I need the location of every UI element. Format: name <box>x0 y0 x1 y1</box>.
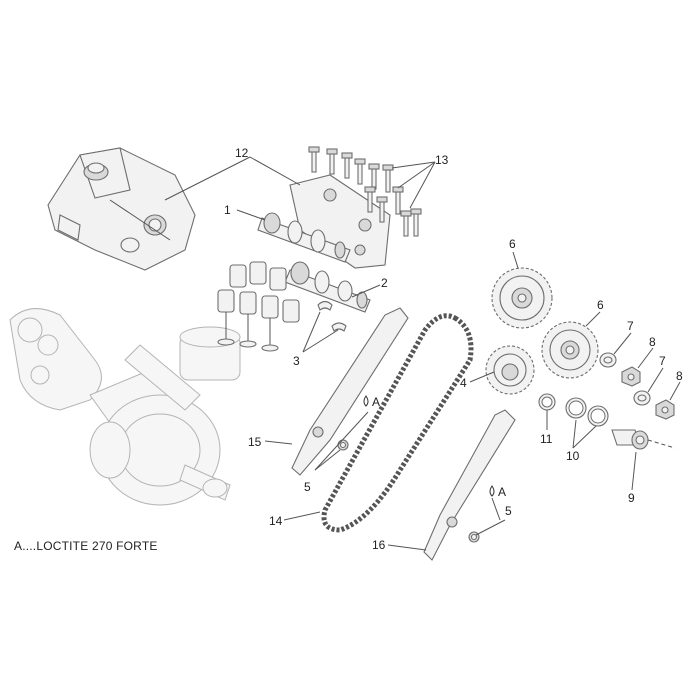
washers-nuts <box>599 352 675 420</box>
callout-14: 14 <box>269 514 283 528</box>
callout-12: 12 <box>235 146 249 160</box>
idler-gear <box>485 345 535 395</box>
valve-train <box>217 261 300 352</box>
timing-chain <box>321 313 474 533</box>
keys <box>317 300 347 332</box>
chain-guide-right <box>423 409 516 561</box>
callout-10: 10 <box>566 449 580 463</box>
loctite-mark-a-left: A <box>372 395 380 409</box>
bolt-set <box>308 146 422 237</box>
leader-lines <box>164 156 681 551</box>
callout-4: 4 <box>460 376 467 390</box>
callout-15: 15 <box>248 435 262 449</box>
upper-gear <box>491 267 553 329</box>
callout-labels: 1 2 3 4 5 5 6 6 7 7 8 8 9 10 11 12 13 14… <box>224 146 683 552</box>
callout-5-right: 5 <box>505 504 512 518</box>
chain-guide-left <box>291 307 409 476</box>
callout-3: 3 <box>293 354 300 368</box>
cylinder-head <box>47 147 196 271</box>
crankshaft-assembly <box>9 308 241 506</box>
callout-16: 16 <box>372 538 386 552</box>
camshaft-2 <box>284 261 371 313</box>
callout-6-lower: 6 <box>597 298 604 312</box>
callout-8-upper: 8 <box>649 335 656 349</box>
loctite-markers <box>363 395 495 497</box>
middle-gear <box>541 321 599 379</box>
callout-5-left: 5 <box>304 480 311 494</box>
callout-2: 2 <box>381 276 388 290</box>
callout-1: 1 <box>224 203 231 217</box>
callout-6-upper: 6 <box>509 237 516 251</box>
idler-shaft <box>611 429 676 450</box>
cam-carrier <box>289 174 391 269</box>
o-rings <box>538 393 609 427</box>
callout-7-lower: 7 <box>659 354 666 368</box>
loctite-note: A....LOCTITE 270 FORTE <box>14 539 158 553</box>
callout-7-upper: 7 <box>627 319 634 333</box>
callout-13: 13 <box>435 153 449 167</box>
callout-9: 9 <box>628 491 635 505</box>
callout-11: 11 <box>540 432 553 446</box>
callout-8-lower: 8 <box>676 369 683 383</box>
loctite-mark-a-right: A <box>498 485 506 499</box>
camshaft-1 <box>257 212 351 263</box>
